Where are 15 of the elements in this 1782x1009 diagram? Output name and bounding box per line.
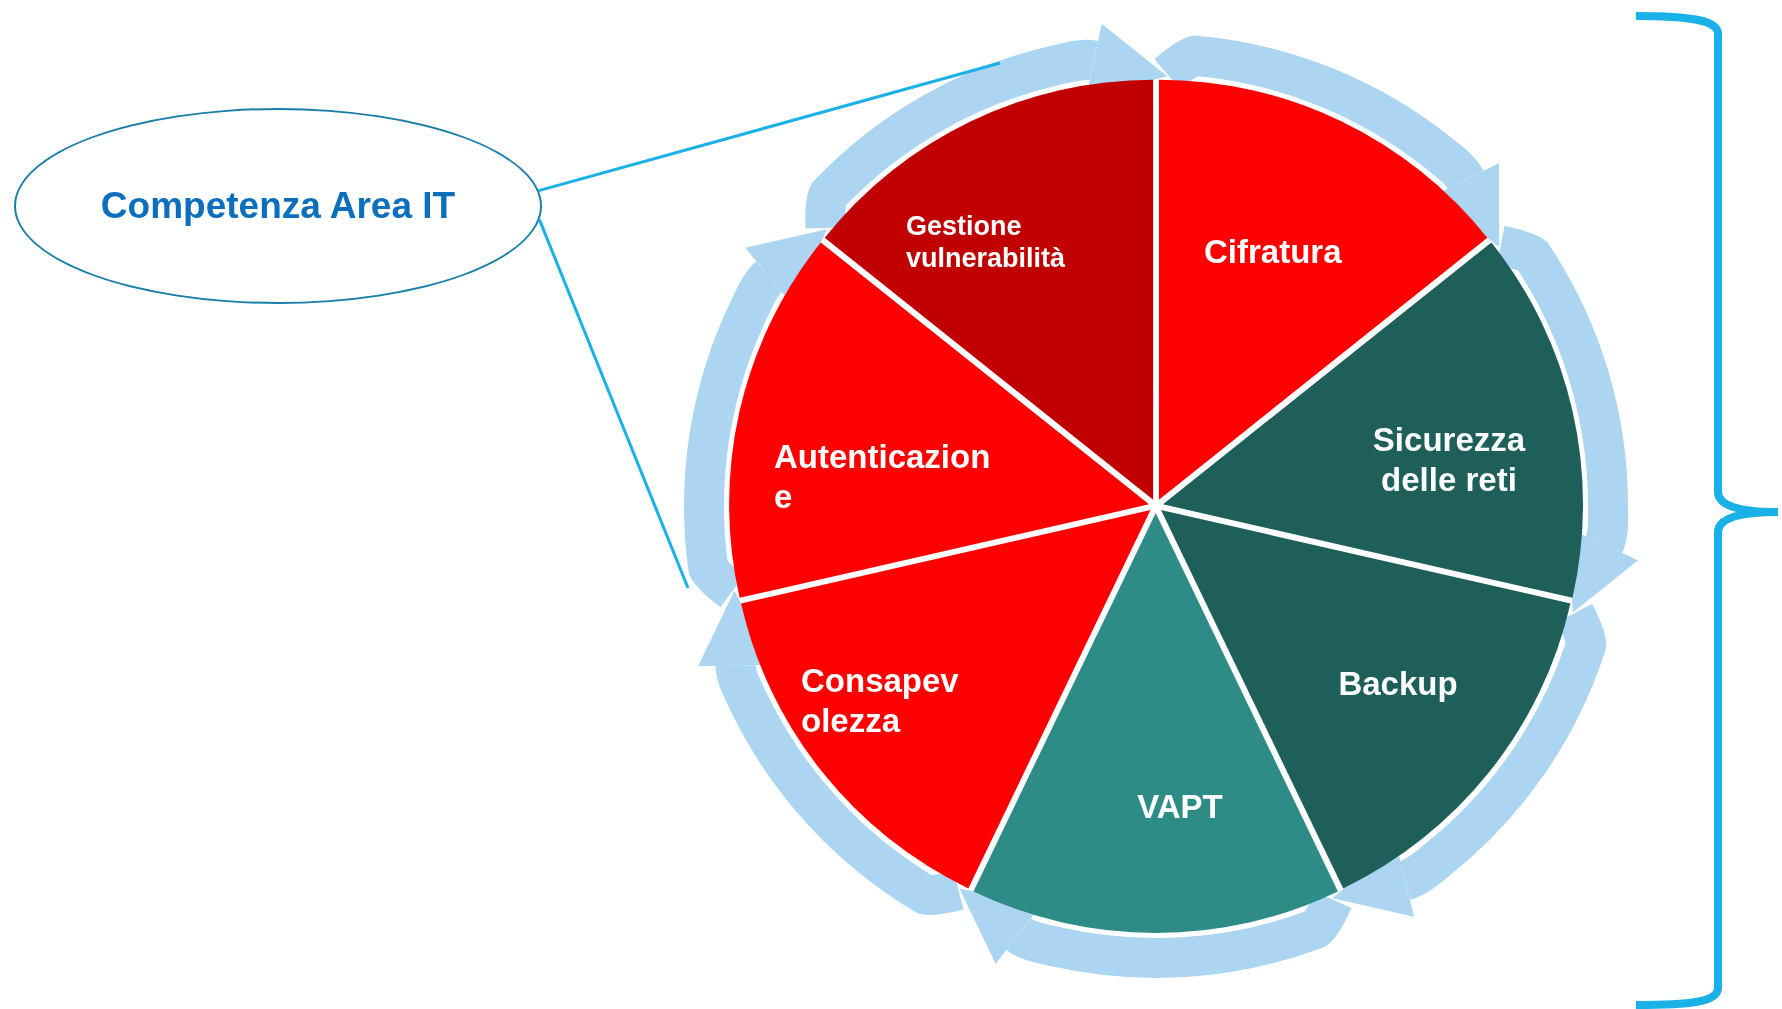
- segment-label: Gestione vulnerabilità: [906, 209, 1067, 275]
- cycle-arrow: [805, 23, 1168, 229]
- segment-label: VAPT: [1136, 787, 1224, 827]
- cycle-arrow: [1333, 604, 1607, 917]
- segment-label: Cifratura: [1204, 232, 1343, 272]
- callout-title: Competenza Area IT: [100, 184, 456, 229]
- cycle-arrow: [1496, 226, 1639, 615]
- leader-line: [538, 219, 690, 589]
- cycle-arrow: [957, 891, 1352, 978]
- segment-label: Backup: [1337, 664, 1459, 704]
- segment-label: Consapevolezza: [801, 661, 959, 741]
- segment-label: Autenticazione: [774, 437, 992, 517]
- cycle-arrow: [684, 226, 825, 607]
- segment-label: Sicurezza delle reti: [1371, 420, 1527, 500]
- cycle-arrow: [698, 590, 964, 916]
